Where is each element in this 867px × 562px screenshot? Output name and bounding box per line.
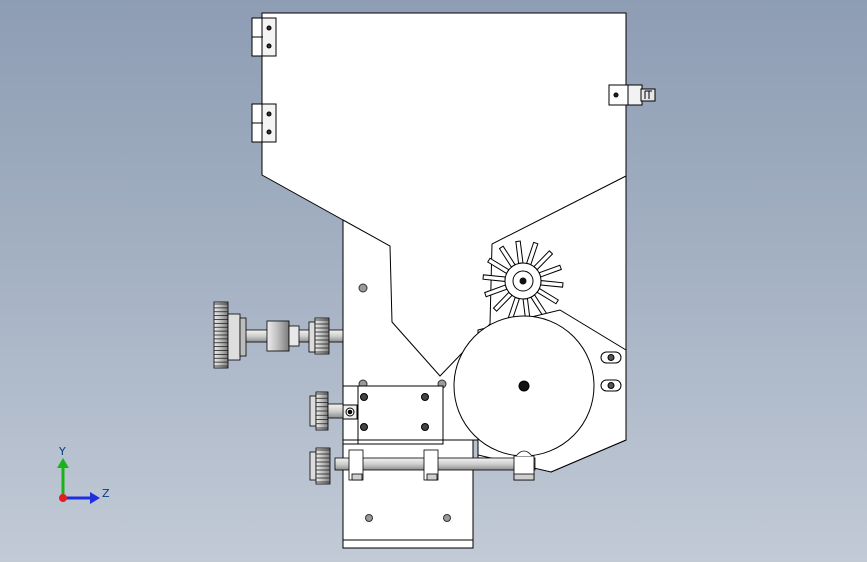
drum-assembly[interactable] bbox=[453, 309, 627, 473]
lower-drive-shaft[interactable] bbox=[309, 447, 536, 485]
latch-clamp[interactable] bbox=[608, 84, 656, 106]
pillow-block-right bbox=[513, 450, 535, 481]
small-pulley-upper-teeth bbox=[315, 319, 329, 353]
pillow-block-left bbox=[348, 449, 364, 481]
y-axis-label: Y bbox=[58, 445, 66, 458]
upper-drive-shaft[interactable] bbox=[213, 301, 344, 369]
star-wheel[interactable] bbox=[482, 240, 564, 322]
pillow-block-middle bbox=[423, 449, 439, 481]
coordinate-triad: Y Z bbox=[57, 445, 110, 504]
hinge-lower[interactable] bbox=[251, 103, 277, 143]
middle-pulley[interactable] bbox=[309, 391, 344, 431]
hopper-inner-edge bbox=[342, 175, 627, 377]
drum-center-bore bbox=[518, 380, 530, 392]
star-wheel-bore bbox=[519, 277, 527, 285]
large-pulley-teeth bbox=[214, 303, 228, 367]
hinge-upper[interactable] bbox=[251, 17, 277, 57]
lower-pulley-teeth bbox=[316, 449, 330, 483]
small-pulley-upper bbox=[308, 321, 316, 353]
middle-pulley-teeth bbox=[316, 393, 328, 429]
x-axis-origin bbox=[59, 494, 67, 502]
slot-holes bbox=[600, 351, 622, 392]
shaft-collar bbox=[266, 320, 290, 352]
bearing-block[interactable] bbox=[342, 385, 444, 445]
z-axis-label: Z bbox=[102, 487, 110, 500]
